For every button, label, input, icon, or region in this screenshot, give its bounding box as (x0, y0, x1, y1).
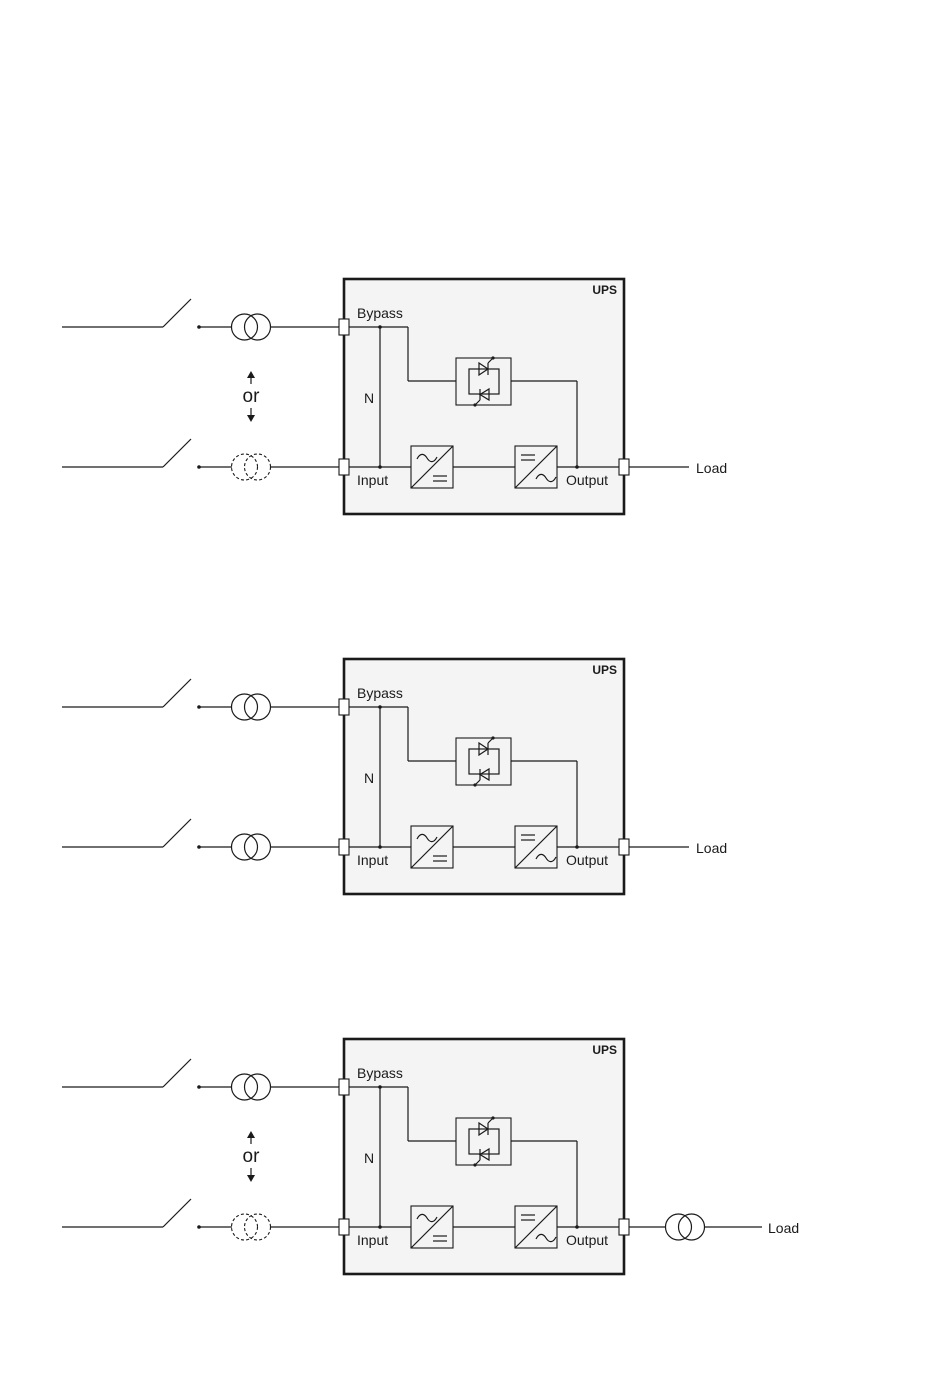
input-supply-breaker (62, 439, 201, 469)
junction-dot (378, 325, 382, 329)
inverter-icon (515, 826, 557, 868)
bypass-terminal (339, 319, 349, 335)
bypass-transformer (232, 1074, 271, 1100)
input-transformer (232, 454, 271, 480)
input-label: Input (357, 852, 388, 868)
input-transformer (232, 834, 271, 860)
switch-blade (163, 439, 191, 467)
output-terminal (619, 1219, 629, 1235)
switch-blade (163, 819, 191, 847)
input-transformer (232, 1214, 271, 1240)
bypass-label: Bypass (357, 685, 403, 701)
rectifier-icon (411, 446, 453, 488)
switch-blade (163, 679, 191, 707)
input-terminal (339, 1219, 349, 1235)
arrow-down-icon (247, 1175, 255, 1182)
bypass-supply-breaker (62, 299, 201, 329)
transformer-winding-primary (232, 454, 258, 480)
ups-label: UPS (592, 283, 617, 297)
output-terminal (619, 839, 629, 855)
arrow-up-icon (247, 371, 255, 378)
load-label: Load (768, 1220, 799, 1236)
bypass-terminal (339, 1079, 349, 1095)
output-label: Output (566, 852, 608, 868)
output-transformer (666, 1214, 705, 1240)
rectifier-icon (411, 826, 453, 868)
bypass-supply-breaker (62, 1059, 201, 1089)
junction-dot (378, 1085, 382, 1089)
input-label: Input (357, 472, 388, 488)
static-switch-icon (456, 356, 511, 406)
inverter-icon (515, 1206, 557, 1248)
arrow-up-icon (247, 1131, 255, 1138)
bypass-transformer (232, 694, 271, 720)
bypass-label: Bypass (357, 305, 403, 321)
neutral-label: N (364, 390, 374, 406)
input-terminal (339, 839, 349, 855)
arrow-down-icon (247, 415, 255, 422)
switch-blade (163, 299, 191, 327)
inverter-icon (515, 446, 557, 488)
or-label: or (243, 386, 261, 407)
output-label: Output (566, 472, 608, 488)
input-label: Input (357, 1232, 388, 1248)
transformer-winding-primary (232, 1214, 258, 1240)
junction-dot (378, 705, 382, 709)
static-switch-icon (456, 1116, 511, 1166)
output-terminal (619, 459, 629, 475)
neutral-label: N (364, 770, 374, 786)
switch-blade (163, 1059, 191, 1087)
ups-label: UPS (592, 663, 617, 677)
or-label: or (243, 1146, 261, 1167)
input-supply-breaker (62, 1199, 201, 1229)
bypass-transformer (232, 314, 271, 340)
or-choice-indicator: or (243, 371, 261, 422)
bypass-label: Bypass (357, 1065, 403, 1081)
neutral-label: N (364, 1150, 374, 1166)
rectifier-icon (411, 1206, 453, 1248)
input-terminal (339, 459, 349, 475)
or-choice-indicator: or (243, 1131, 261, 1182)
switch-blade (163, 1199, 191, 1227)
static-switch-icon (456, 736, 511, 786)
load-label: Load (696, 840, 727, 856)
input-supply-breaker (62, 819, 201, 849)
bypass-supply-breaker (62, 679, 201, 709)
output-label: Output (566, 1232, 608, 1248)
bypass-terminal (339, 699, 349, 715)
load-label: Load (696, 460, 727, 476)
ups-label: UPS (592, 1043, 617, 1057)
